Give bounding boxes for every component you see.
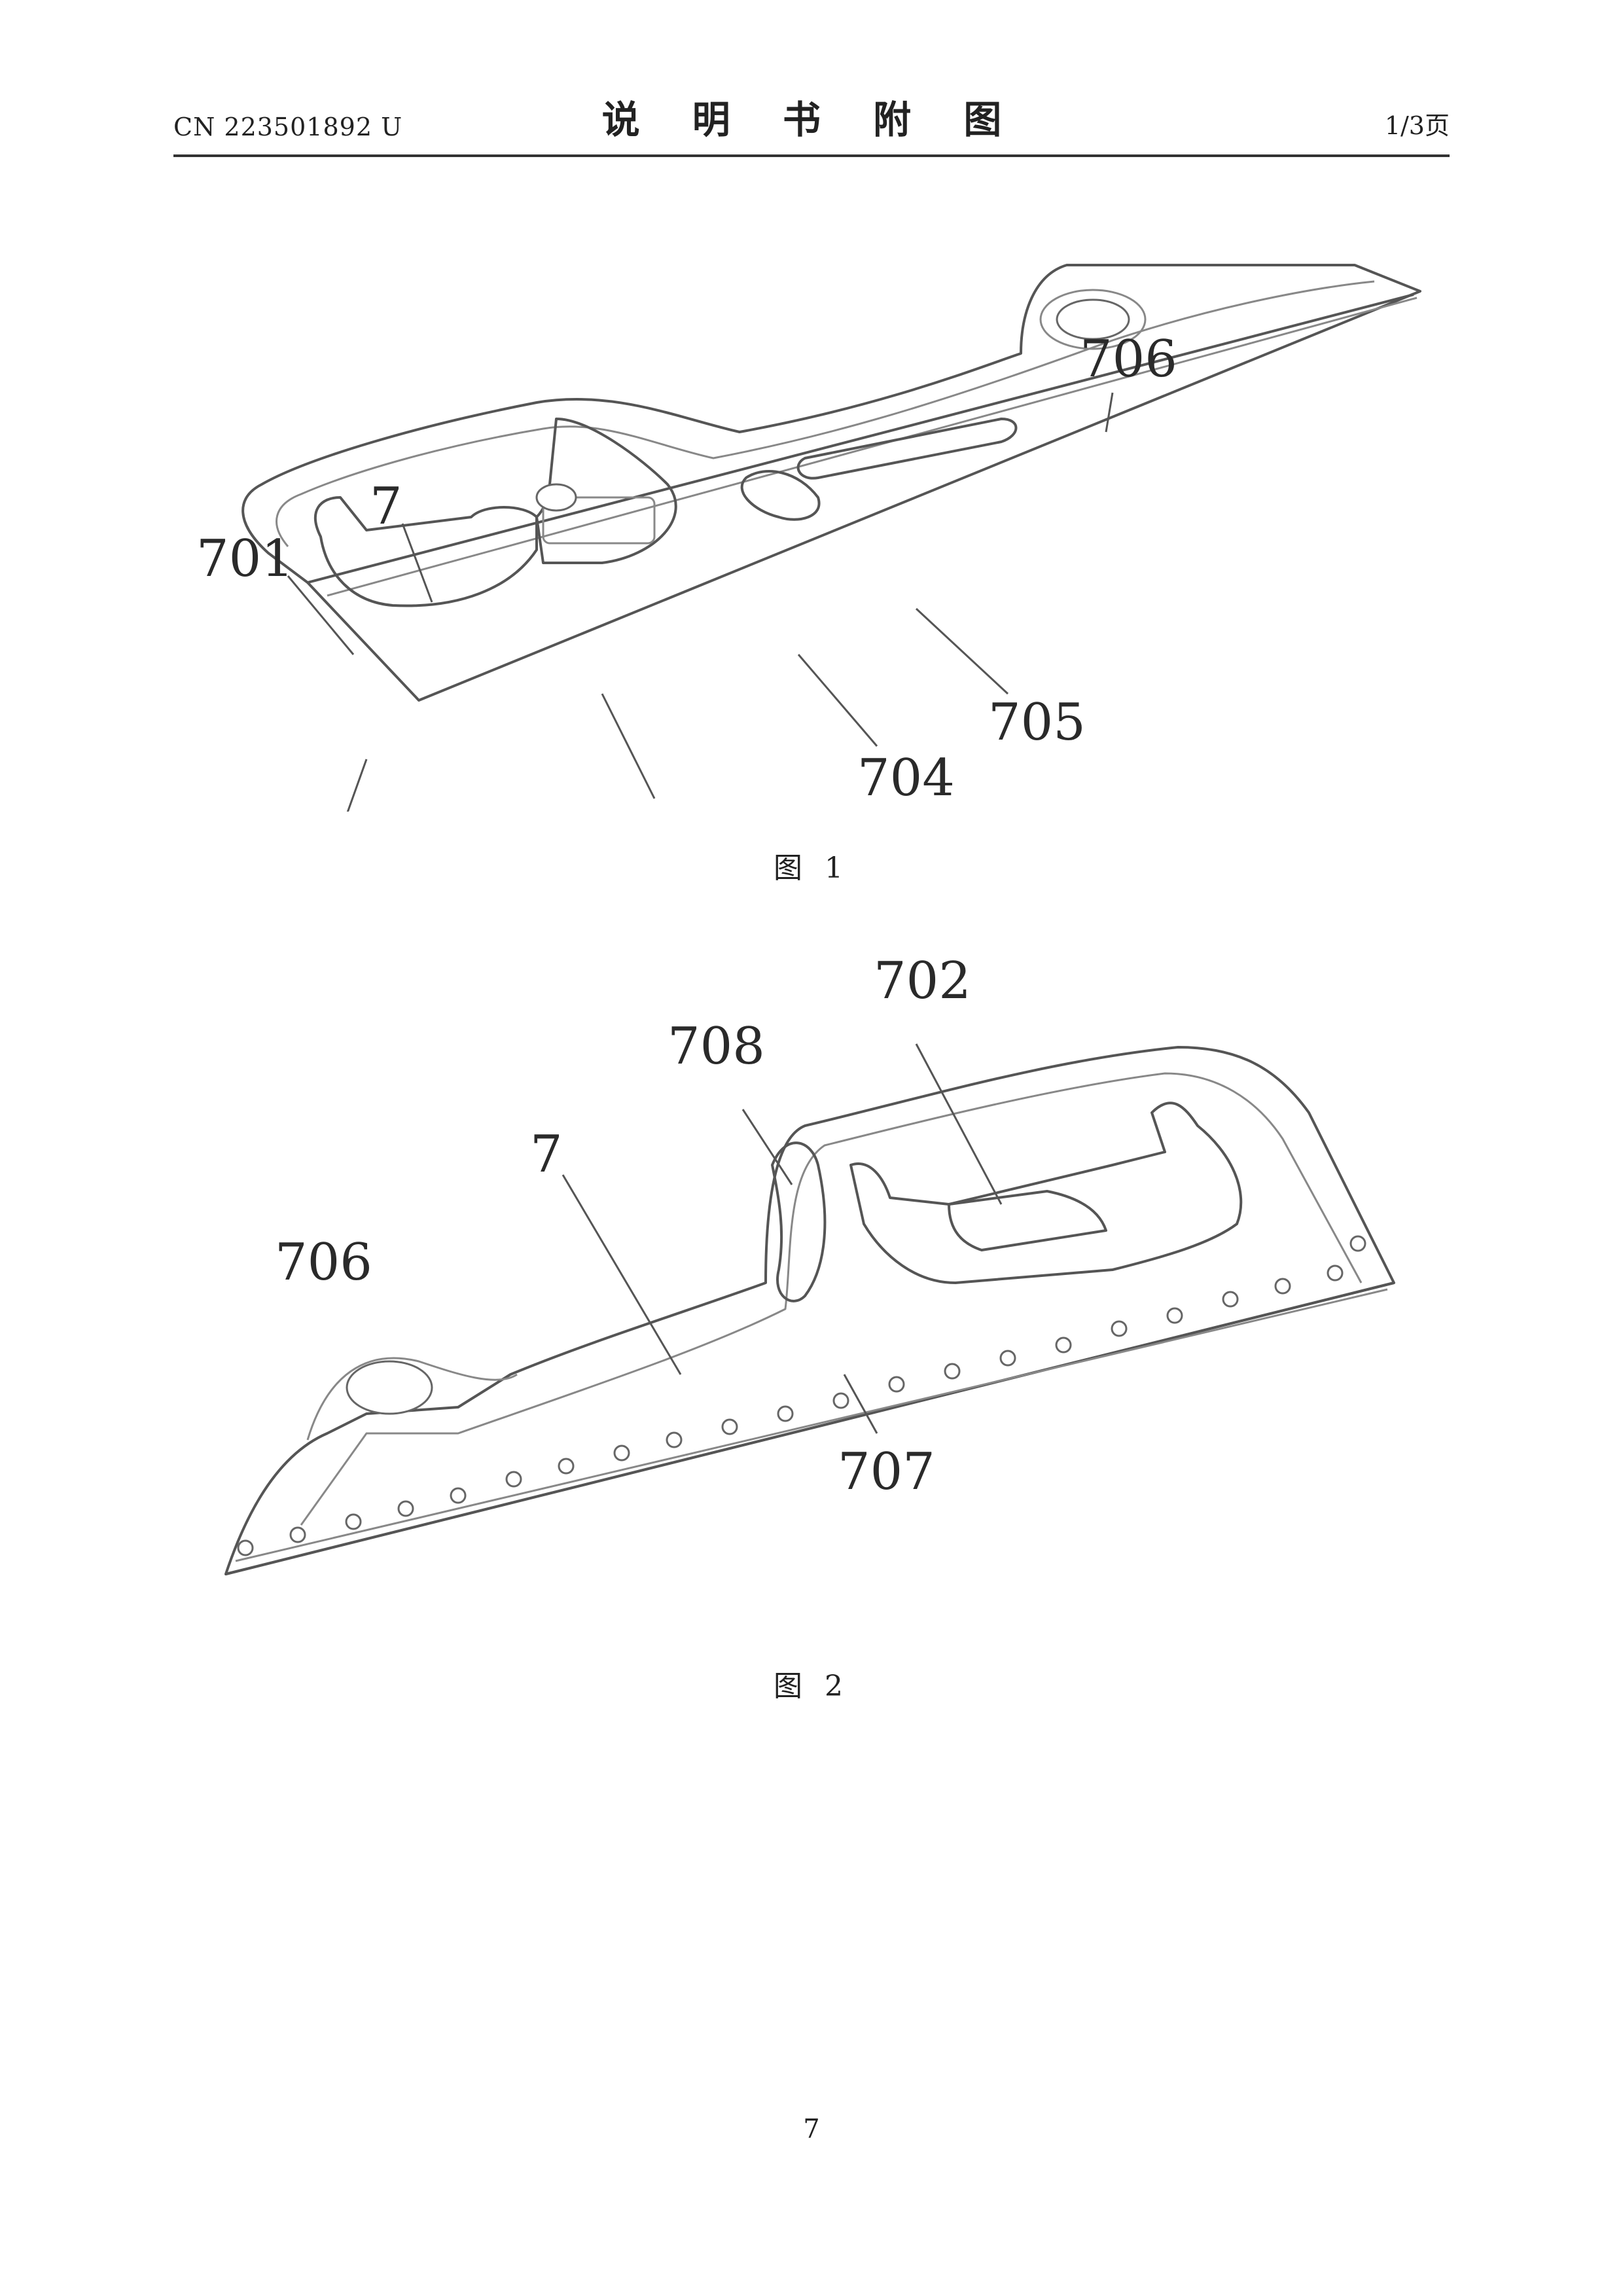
fig2-rivet-hole — [1223, 1292, 1238, 1306]
fig2-label-7: 7 — [530, 1125, 563, 1184]
fig2-bottom-edge — [226, 1283, 1394, 1574]
fig2-rivet-hole — [1328, 1266, 1342, 1280]
page-info: 1/3页 — [1385, 105, 1450, 141]
fig2-rivet-hole — [507, 1472, 521, 1486]
figure-2-caption: 图 2 — [0, 1662, 1623, 1704]
fig1-leader-704 — [798, 655, 877, 746]
fig2-bottom-edge-2 — [236, 1289, 1387, 1561]
page-header: CN 223501892 U 说 明 书 附 图 1/3页 — [173, 92, 1450, 157]
page-title: 说 明 书 附 图 — [173, 89, 1450, 144]
page-number: 7 — [0, 2114, 1623, 2144]
figure-1: 7 701 702 703 704 705 706 — [0, 157, 1623, 812]
fig2-rivet-hole — [778, 1407, 793, 1421]
fig2-rivet-hole — [238, 1541, 253, 1555]
fig2-rivet-hole — [889, 1377, 904, 1391]
fig2-label-702: 702 — [874, 952, 971, 1011]
fig1-leader-705 — [916, 609, 1008, 694]
fig2-label-707: 707 — [838, 1443, 935, 1501]
fig2-rivet-hole — [667, 1433, 681, 1447]
fig2-rivet-hole — [1275, 1279, 1290, 1293]
fig2-rivet-hole — [1168, 1308, 1182, 1323]
fig2-boss-706 — [347, 1361, 432, 1414]
fig1-label-702: 702 — [668, 804, 765, 812]
fig2-leader-707 — [844, 1374, 877, 1433]
fig2-rivet-hole — [1112, 1321, 1126, 1336]
fig2-rivet-hole — [945, 1364, 959, 1378]
fig1-leader-703 — [334, 759, 366, 812]
fig2-rivet-hole — [615, 1446, 629, 1460]
fig2-label-706: 706 — [275, 1233, 372, 1292]
fig2-rivet-hole — [1056, 1338, 1071, 1352]
fig2-rivet-hole — [834, 1393, 848, 1408]
fig1-leader-706 — [1106, 393, 1113, 432]
fig1-deck-line — [308, 295, 1414, 583]
fig2-rivet-hole — [346, 1515, 361, 1529]
fig1-deck-line-2 — [327, 298, 1417, 596]
fig1-label-7: 7 — [370, 477, 402, 536]
fig1-label-705: 705 — [988, 693, 1086, 752]
fig2-rivet-hole — [399, 1501, 413, 1516]
fig2-rivet-hole — [1351, 1236, 1365, 1251]
figure-2: 708 702 7 706 707 — [0, 916, 1623, 1636]
figure-2-drawing: 708 702 7 706 707 — [0, 916, 1623, 1636]
fig2-recess — [851, 1103, 1241, 1283]
fig2-plate-702 — [949, 1191, 1106, 1250]
fig2-rivet-hole — [1001, 1351, 1015, 1365]
figure-1-caption: 图 1 — [0, 844, 1623, 886]
fig2-rivet-hole — [722, 1420, 737, 1434]
fig1-leader-701 — [288, 576, 353, 655]
fig1-leader-7 — [402, 524, 432, 602]
fig1-label-704: 704 — [857, 749, 955, 808]
fig2-outer-outline — [226, 1047, 1394, 1574]
figure-1-drawing: 7 701 702 703 704 705 706 — [0, 157, 1623, 812]
fig2-label-708: 708 — [668, 1017, 765, 1076]
fig1-label-701: 701 — [196, 529, 294, 588]
fig1-outer-outline — [243, 265, 1420, 700]
fig2-leader-702 — [916, 1044, 1001, 1204]
fig2-inner-outline — [301, 1073, 1361, 1525]
fig1-leader-702 — [602, 694, 654, 798]
fig2-rivet-hole — [559, 1459, 573, 1473]
fig2-rivet-hole — [291, 1528, 305, 1542]
fig2-rivet-hole — [451, 1488, 465, 1503]
fig1-label-706: 706 — [1080, 330, 1177, 389]
fig1-small-hole — [537, 484, 576, 511]
fig2-leader-7 — [563, 1175, 681, 1374]
